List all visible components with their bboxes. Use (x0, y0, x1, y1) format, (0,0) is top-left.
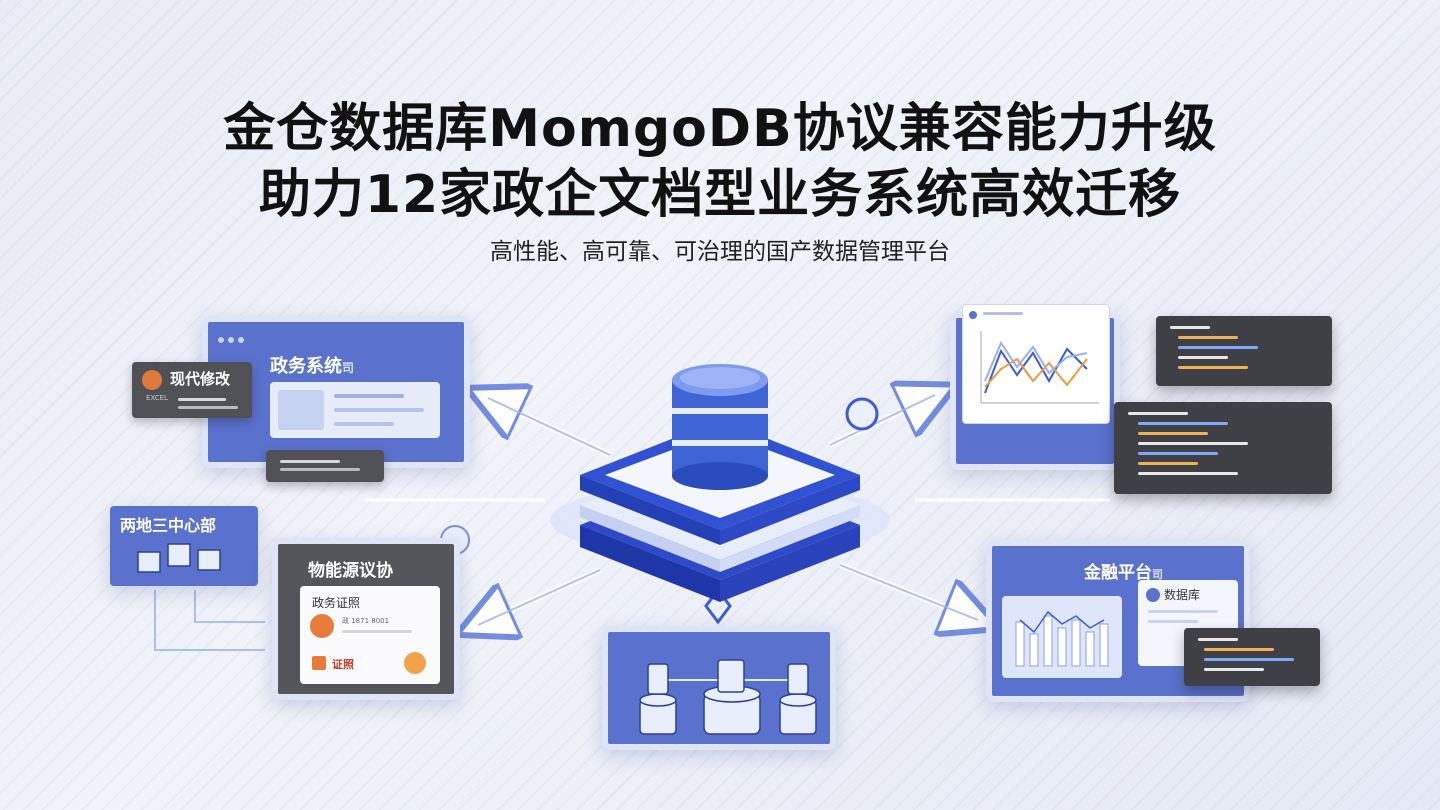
license-title: 政务证照 (312, 596, 361, 610)
license-system-card[interactable]: 物能源议协 政务证照 政 1871 8001 证照 (272, 538, 460, 700)
two-site-card[interactable]: 两地三中心部 (110, 506, 258, 586)
license-panel: 政务证照 政 1871 8001 证照 (300, 586, 440, 684)
gov-system-label: 政务系统司 (270, 356, 355, 377)
link-badge-icon (845, 397, 879, 431)
chart-window (962, 304, 1110, 424)
code-panel-middle (1114, 402, 1332, 494)
line-chart-icon (980, 331, 1099, 404)
box-icon (142, 370, 162, 390)
distributed-cylinders-icon (639, 659, 817, 735)
license-system-label: 物能源议协 (308, 561, 393, 581)
server-cubes-icon (137, 543, 221, 573)
modify-tag: 现代修改 EXCEL (132, 362, 252, 418)
person-icon (312, 656, 326, 670)
bar-chart-panel (1002, 596, 1122, 678)
two-site-label: 两地三中心部 (120, 516, 217, 535)
headline-line-2: 助力12家政企文档型业务系统高效迁移 (258, 165, 1182, 225)
window-dots (218, 328, 244, 347)
modify-label: 现代修改 (170, 370, 231, 388)
analytics-card[interactable] (950, 304, 1120, 470)
license-meta: 政 1871 8001 (342, 617, 390, 625)
data-lib-label: 数据库 (1164, 588, 1201, 602)
people-icon (278, 390, 324, 430)
db-icon (1146, 588, 1160, 602)
bar-chart-icon (1015, 610, 1109, 667)
finance-platform-card[interactable]: 金融平台司 数据库 (986, 540, 1250, 702)
gov-code-tag (266, 450, 384, 482)
gov-system-content-panel (270, 382, 440, 438)
code-panel-bottom (1184, 628, 1320, 686)
central-database-icon (550, 364, 890, 602)
code-panel-top (1156, 316, 1332, 386)
subtitle: 高性能、高可靠、可治理的国产数据管理平台 (490, 239, 950, 265)
finance-platform-label: 金融平台司 (1084, 563, 1163, 583)
headline-line-1: 金仓数据库MomgoDB协议兼容能力升级 (223, 99, 1217, 159)
avatar-icon (310, 614, 334, 638)
license-footer: 证照 (332, 658, 354, 671)
distributed-db-card[interactable] (602, 626, 836, 750)
seal-icon (404, 652, 426, 674)
modify-sublabel: EXCEL (146, 394, 168, 402)
diamond-connector-icon (704, 587, 732, 625)
